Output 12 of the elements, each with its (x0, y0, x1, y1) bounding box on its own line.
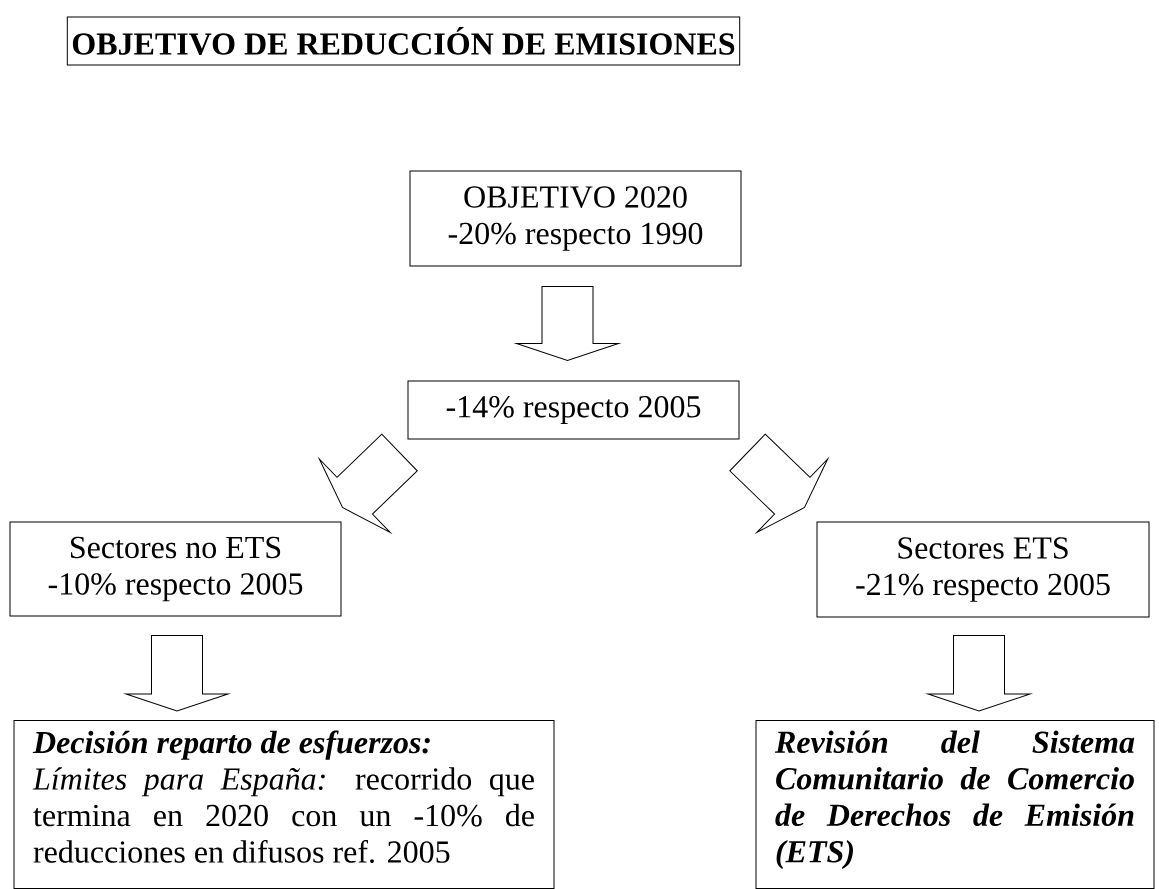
block-arrow (927, 635, 1031, 712)
process-box: Sectores no ETS -10% respecto 2005 (9, 521, 342, 617)
text-box: Revisión del Sistema Comunitario de Comercio de Derechos de Emisión (ETS) (755, 720, 1155, 889)
block-arrow (125, 635, 229, 712)
block-arrow (729, 433, 829, 533)
process-box: OBJETIVO 2020 -20% respecto 1990 (409, 170, 742, 267)
block-arrow (318, 433, 418, 533)
process-box: Sectores ETS -21% respecto 2005 (816, 521, 1150, 618)
title-box: OBJETIVO DE REDUCCIÓN DE EMISIONES (66, 16, 741, 66)
text-box: Decisión reparto de esfuerzos: Límites para España: recorrido que termina en 2020 con un -10% de reducciones en difusos ref. 2005 (13, 720, 555, 889)
process-box: -14% respecto 2005 (407, 380, 740, 440)
block-arrow (516, 286, 619, 361)
